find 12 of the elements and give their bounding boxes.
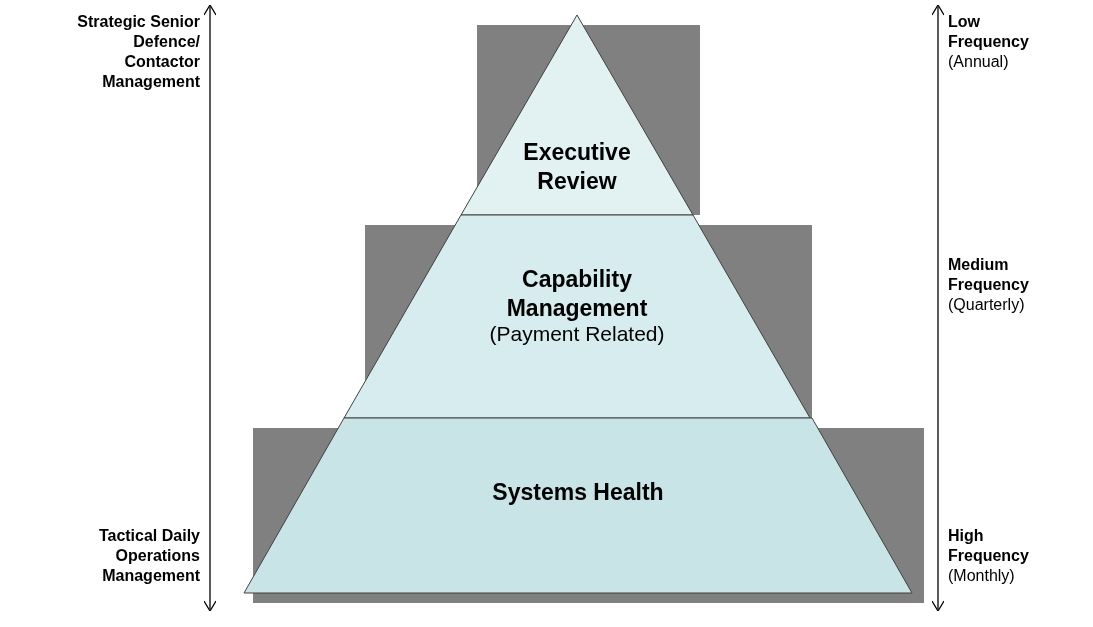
pyramid-top-layer: [461, 15, 693, 215]
layer-subtitle: (Payment Related): [488, 321, 666, 347]
pyramid-middle-layer: [344, 215, 810, 418]
pyramid-bottom-layer: [244, 418, 912, 593]
layer-title: Executive Review: [522, 138, 632, 196]
axis-end-label: Strategic Senior Defence/ Contactor Management: [76, 12, 200, 92]
layer-title: Capability Management: [505, 265, 649, 323]
frequency-label: Low Frequency (Annual): [948, 12, 1030, 72]
axis-end-label: Tactical Daily Operations Management: [97, 526, 200, 586]
layer-title: Systems Health: [491, 478, 665, 507]
frequency-label: High Frequency (Monthly): [948, 526, 1030, 586]
frequency-label: Medium Frequency (Quarterly): [948, 255, 1030, 315]
